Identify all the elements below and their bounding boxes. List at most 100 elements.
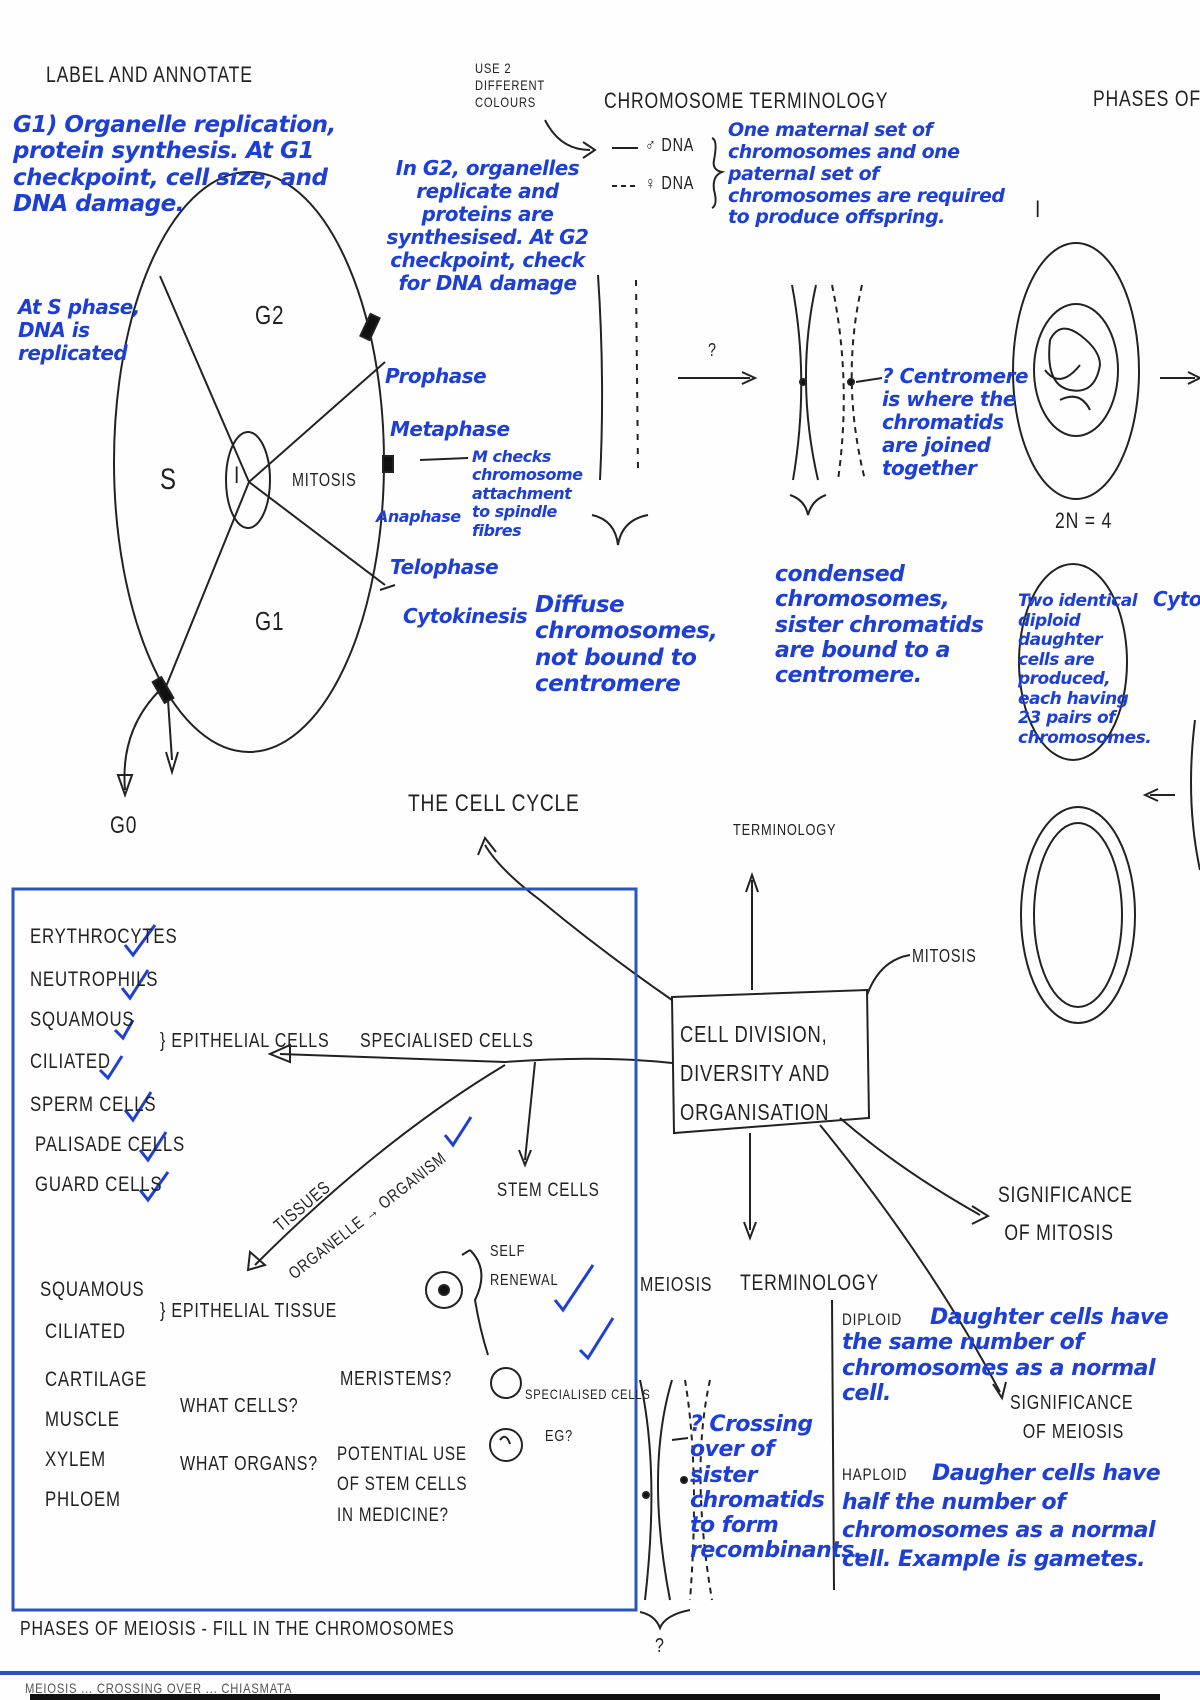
- cell-item: SPERM CELLS: [30, 1093, 157, 1116]
- check-mark-icon: [443, 1116, 473, 1148]
- check-mark-icon: [123, 1091, 153, 1123]
- branch-terminology-top: TERMINOLOGY: [733, 822, 837, 839]
- meristems-question: MERISTEMS?: [340, 1368, 453, 1390]
- question-line: POTENTIAL USE: [337, 1444, 467, 1465]
- g0-label: G0: [110, 812, 138, 839]
- crossing-over-note: ? Crossing over of sister chromatids to …: [690, 1412, 862, 1564]
- male-symbol-icon: ♂: [645, 135, 657, 155]
- mind-map-center: CELL DIVISION, DIVERSITY AND ORGANISATIO…: [680, 1021, 831, 1126]
- mind-map-center-box: [670, 988, 871, 1135]
- telophase-cell: [1020, 806, 1136, 1024]
- daughter-cell: [1018, 563, 1128, 761]
- specialised-cells-box: [11, 887, 638, 1612]
- mitosis-label: MITOSIS: [292, 470, 357, 490]
- g1-checkpoint-mark: [151, 675, 175, 705]
- g0-arrows: [116, 457, 469, 799]
- check-mark-icon: [553, 1264, 595, 1313]
- epithelial-tissue-label: } EPITHELIAL TISSUE: [160, 1300, 338, 1322]
- branch-line: SIGNIFICANCE: [998, 1182, 1133, 1207]
- legend-label: DNA: [661, 135, 695, 155]
- check-mark-icon: [120, 969, 150, 1001]
- check-mark-icon: [98, 1055, 124, 1081]
- check-mark-icon: [138, 1131, 168, 1163]
- meiosis-question: ?: [655, 1635, 665, 1657]
- branch-stem-cells: STEM CELLS: [497, 1180, 600, 1201]
- phase-stage-label: I: [1035, 196, 1042, 223]
- branch-significance-meiosis: SIGNIFICANCE OF MEIOSIS: [1010, 1392, 1133, 1444]
- cell-item: CILIATED: [30, 1050, 111, 1073]
- epithelial-cells-label: } EPITHELIAL CELLS: [160, 1030, 330, 1052]
- ploidy-label: 2n = 4: [1055, 508, 1113, 533]
- what-organs-question: WHAT ORGANS?: [180, 1453, 318, 1475]
- cell-cycle-dividers: [159, 275, 386, 695]
- s-label: S: [160, 463, 177, 496]
- diploid-label: DIPLOID: [842, 1310, 903, 1329]
- haploid-note: Daugher cells have half the number of ch…: [842, 1461, 1161, 1572]
- check-mark-icon: [113, 1019, 135, 1041]
- centromere-note: ? Centromere is where the chromatids are…: [882, 364, 1029, 480]
- use-colours-instruction: USE 2 DIFFERENT COLOURS: [475, 60, 545, 110]
- legend-label: DNA: [661, 173, 695, 193]
- phase-anaphase: Anaphase: [376, 507, 461, 526]
- tissue-type: SQUAMOUS: [40, 1278, 145, 1301]
- branch-mitosis: MITOSIS: [912, 946, 977, 966]
- phase-telophase: Telophase: [390, 555, 499, 579]
- cell-item: GUARD CELLS: [35, 1173, 163, 1196]
- legend-note: One maternal set of chromosomes and one …: [728, 119, 1005, 229]
- meiosis-divider: [831, 1299, 835, 1591]
- label-line: RENEWAL: [490, 1271, 559, 1289]
- footer-partial-text: MEIOSIS ... CROSSING OVER ... CHIASMATA: [25, 1680, 293, 1696]
- use-colours-arrow: [544, 119, 597, 159]
- bottom-black-bar: [30, 1694, 1160, 1700]
- epithelial-tissue-text: EPITHELIAL TISSUE: [171, 1300, 338, 1322]
- legend-male-dna: ♂ DNA: [645, 135, 694, 156]
- m-checkpoint-note: M checks chromosome attachment to spindl…: [472, 447, 583, 540]
- g2-label: G2: [255, 300, 285, 330]
- cell-item: PALISADE CELLS: [35, 1133, 186, 1156]
- m-checkpoint-mark: [382, 455, 394, 473]
- check-mark-icon: [123, 924, 157, 958]
- branch-specialised-cells: SPECIALISED CELLS: [360, 1030, 534, 1052]
- branch-meiosis: MEIOSIS: [640, 1274, 713, 1296]
- eg-question: EG?: [545, 1428, 574, 1445]
- question-line: OF STEM CELLS: [337, 1474, 468, 1496]
- cell-item: ERYTHROCYTES: [30, 925, 178, 948]
- cell-item: NEUTROPHILS: [30, 968, 159, 991]
- cell-cycle-title: THE CELL CYCLE: [408, 790, 580, 817]
- diffuse-chromosome-drawing: [591, 274, 649, 546]
- diploid-note: Daughter cells have the same number of c…: [842, 1305, 1169, 1406]
- tissue-item: PHLOEM: [45, 1488, 121, 1511]
- female-symbol-icon: ♀: [645, 173, 657, 193]
- what-cells-question: WHAT CELLS?: [180, 1395, 299, 1417]
- epithelial-cells-text: EPITHELIAL CELLS: [171, 1030, 330, 1052]
- legend-female-dna: ♀ DNA: [645, 173, 694, 194]
- next-phase-arrow: [1160, 371, 1200, 385]
- chromosome-terminology-heading: CHROMOSOME TERMINOLOGY: [604, 88, 889, 113]
- check-marks: [98, 924, 615, 1361]
- phases-of-heading: PHASES OF: [1093, 86, 1200, 111]
- condensed-chromosome-drawing: [789, 284, 883, 516]
- tissue-item: XYLEM: [45, 1448, 106, 1471]
- phase-cytokinesis: Cytokinesis: [403, 604, 528, 628]
- cytokinesis-partial: Cytok: [1153, 587, 1200, 611]
- g1-label: G1: [255, 606, 285, 636]
- branch-terminology-bottom: TERMINOLOGY: [740, 1270, 879, 1295]
- specialised-cells-small-label: SPECIALISED CELLS: [525, 1386, 651, 1402]
- condensed-chromosomes-note: condensed chromosomes, sister chromatids…: [775, 562, 984, 689]
- g2-note: In G2, organelles replicate and proteins…: [386, 156, 589, 295]
- branch-line: SIGNIFICANCE: [1010, 1392, 1134, 1414]
- g1-note: G1) Organelle replication, protein synth…: [13, 112, 336, 218]
- cell-cycle-circle: [113, 171, 385, 753]
- condense-arrow: [678, 371, 758, 385]
- phase-metaphase: Metaphase: [390, 417, 510, 441]
- diffuse-chromosomes-note: Diffuse chromosomes, not bound to centro…: [535, 592, 718, 698]
- interphase-label: I: [234, 462, 241, 489]
- check-mark-icon: [578, 1317, 615, 1361]
- branch-line: OF MEIOSIS: [1022, 1421, 1125, 1443]
- label-annotate-instruction: LABEL AND ANNOTATE: [46, 62, 253, 87]
